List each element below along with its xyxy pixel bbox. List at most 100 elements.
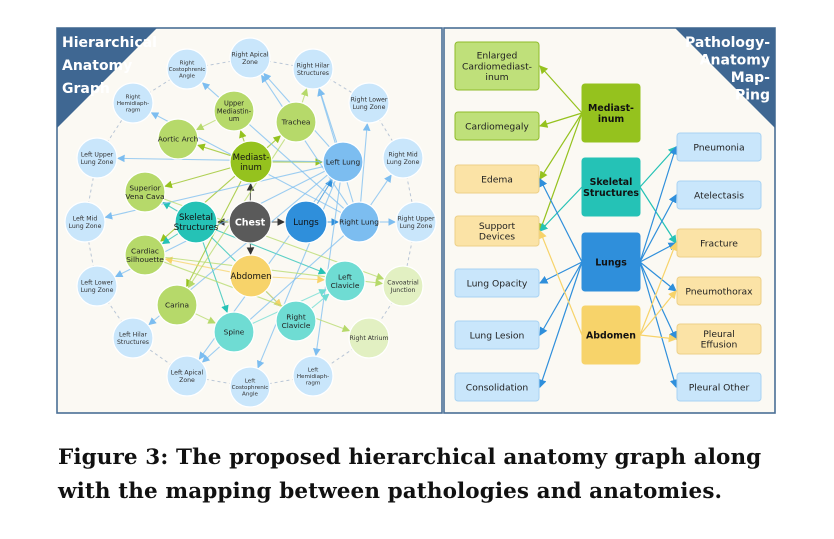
box-label: Edema bbox=[481, 174, 513, 185]
graph-link bbox=[194, 313, 216, 324]
outer-node-right-atrium: Right Atrium bbox=[348, 317, 390, 359]
node-label: Abdomen bbox=[230, 272, 271, 282]
anatomy-node-trachea: Trachea bbox=[275, 101, 317, 143]
box bbox=[454, 111, 540, 141]
node-label: Left Lung bbox=[326, 158, 361, 167]
box bbox=[581, 305, 641, 365]
ring-link bbox=[132, 68, 188, 104]
node-circle bbox=[284, 200, 328, 244]
node-circle bbox=[124, 234, 166, 276]
mapping-edge bbox=[639, 334, 678, 343]
graph-link bbox=[195, 119, 217, 131]
graph-link bbox=[313, 181, 341, 357]
mapping-edge bbox=[639, 186, 677, 244]
node-circle bbox=[229, 140, 273, 184]
node-circle bbox=[338, 201, 380, 243]
node-circle bbox=[229, 37, 271, 79]
mapping-edge bbox=[539, 178, 583, 263]
box-label: Lung Opacity bbox=[467, 278, 528, 289]
box bbox=[676, 276, 762, 306]
node-circle bbox=[292, 48, 334, 90]
ring-link bbox=[368, 285, 404, 339]
anatomy-node-right-lung: Right Lung bbox=[338, 201, 380, 243]
node-circle bbox=[324, 260, 366, 302]
node-circle bbox=[322, 141, 364, 183]
anatomy-node-aortic-arch: Aortic Arch bbox=[157, 118, 199, 160]
node-circle bbox=[157, 118, 199, 160]
node-circle bbox=[395, 201, 437, 243]
node-circle bbox=[213, 90, 255, 132]
anatomy-box-lungs: Lungs bbox=[581, 232, 641, 292]
box-label: Fracture bbox=[700, 238, 738, 249]
pathology-box-fracture: Fracture bbox=[676, 228, 762, 258]
mapping-edge bbox=[539, 261, 583, 284]
ring-link bbox=[186, 375, 251, 388]
graph-link bbox=[164, 256, 231, 273]
graph-link bbox=[164, 167, 231, 189]
node-label: Right Lung bbox=[339, 218, 379, 227]
ring-link bbox=[96, 285, 134, 339]
node-circle bbox=[166, 355, 208, 397]
box bbox=[676, 132, 762, 162]
node-label: Trachea bbox=[281, 118, 311, 127]
mapping-edge bbox=[538, 112, 583, 128]
anatomy-node-carina: Carina bbox=[156, 284, 198, 326]
node-circle bbox=[112, 317, 154, 359]
node-circle bbox=[348, 317, 390, 359]
node-circle bbox=[166, 48, 208, 90]
mapping-edge bbox=[539, 261, 583, 336]
mapping-edge bbox=[639, 194, 677, 263]
box-label: Pneumothorax bbox=[685, 286, 753, 297]
graph-link bbox=[311, 293, 330, 309]
box bbox=[676, 228, 762, 258]
mapping-edge bbox=[539, 186, 583, 232]
pathology-box-cardiomegaly: Cardiomegaly bbox=[454, 111, 540, 141]
graph-link bbox=[317, 88, 338, 144]
root-node-chest: Chest bbox=[228, 200, 272, 244]
node-circle bbox=[229, 254, 273, 298]
graph-link bbox=[202, 241, 229, 314]
box bbox=[454, 372, 540, 402]
box bbox=[454, 320, 540, 350]
box-label: Pneumonia bbox=[693, 142, 744, 153]
pathology-box-pleural-other: Pleural Other bbox=[676, 372, 762, 402]
ring-link bbox=[249, 375, 314, 388]
node-circle bbox=[348, 82, 390, 124]
left-title-corner bbox=[57, 28, 157, 128]
box-label: Lung Lesion bbox=[470, 330, 525, 341]
mapping-edge bbox=[639, 261, 677, 292]
pathology-box-pneumothorax: Pneumothorax bbox=[676, 276, 762, 306]
node-circle bbox=[124, 171, 166, 213]
anatomy-box-abdomen: Abdomen bbox=[581, 305, 641, 365]
graph-link bbox=[271, 275, 325, 284]
ring-link bbox=[186, 57, 251, 70]
node-label: Carina bbox=[165, 301, 189, 310]
anatomy-node-left-lung: Left Lung bbox=[322, 141, 364, 183]
node-circle bbox=[76, 265, 118, 307]
graph-link bbox=[161, 232, 179, 245]
